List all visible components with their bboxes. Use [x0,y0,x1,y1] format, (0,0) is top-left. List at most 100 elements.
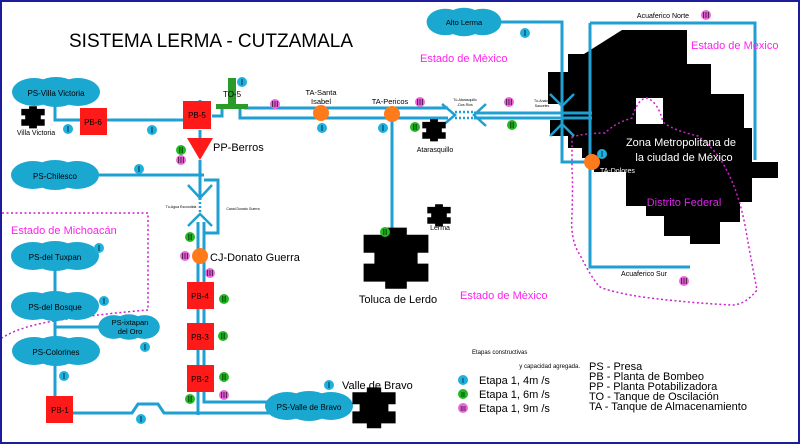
label-reservoir-villa-victoria: PS-Villa Victoria [27,89,85,98]
marker-stage3: III [415,97,425,107]
label-pp-berros: PP-Berros [213,142,264,154]
label-pb3: PB-3 [191,333,209,342]
marker-stage1: I [63,124,73,134]
marker-stage3: III [180,251,190,261]
state-borders [2,97,758,339]
label-reservoir-ixtapan: PS-ixtapan [112,318,149,327]
svg-text:I: I [103,297,105,306]
tank-santa-isabel[interactable] [313,105,329,121]
marker-stage3: III [205,268,215,278]
legend-stage-1: I Etapa 1, 4m /s [458,375,550,387]
diagram-title: SISTEMA LERMA - CUTZAMALA [69,31,353,52]
svg-text:II: II [461,392,465,399]
marker-stage2: II [507,120,517,130]
svg-text:III: III [506,98,513,107]
pump-pb6[interactable] [80,108,107,135]
pipe-alto-lerma [500,20,590,164]
marker-stage2: II [176,145,186,155]
legend-abbr-ps: PS - Presa [589,361,643,373]
label-tunnel-agua: Tú-Agua Escondida [166,205,197,209]
svg-text:II: II [188,395,192,404]
acuaferico-sur-pipe [588,23,690,269]
marker-stage2: II [380,227,390,237]
acuaferico-norte-pipe [590,21,757,160]
legend-stage-2: II Etapa 1, 6m /s [458,389,550,401]
svg-text:I: I [241,78,243,87]
pump-pb2[interactable] [187,365,214,392]
label-reservoir-chilesco: PS-Chilesco [33,172,78,181]
region-mexico-right: Estado de Mèxico [691,40,778,52]
marker-stage3: III [219,390,229,400]
label-acuaferico-norte: Acuaferico Norte [637,13,689,20]
tank-dolores[interactable] [584,154,600,170]
label-ta-santa: TA-Santa [305,88,337,97]
label-reservoir-alto-lerma: Alto Lerma [446,18,483,27]
svg-text:I: I [328,381,330,390]
marker-stage1: I [597,149,607,159]
svg-text:III: III [681,277,688,286]
pump-pb1[interactable] [46,396,73,423]
svg-text:III: III [417,98,424,107]
svg-text:I: I [63,372,65,381]
label-to5: TO-5 [223,90,242,99]
stage3-icon [458,403,468,413]
tunnel-symbols [187,93,575,227]
svg-text:II: II [510,121,514,130]
marker-stage2: II [219,294,229,304]
region-distrito-federal: Distrito Federal [647,197,722,209]
label-town-villa-victoria: Villa Victoria [17,130,55,137]
label-cj-donato: CJ-Donato Guerra [210,252,301,264]
svg-text:I: I [151,126,153,135]
marker-stage1: I [134,164,144,174]
svg-text:I: I [382,124,384,133]
town-icon-valle-bravo [352,387,396,429]
label-pb6: PB-6 [84,118,102,127]
region-michoacan: Estado de Michoacán [11,225,117,237]
stage1-icon [458,375,468,385]
town-icon-atarasquillo [422,119,446,142]
label-zona-metropolitana: Zona Metropolitana de [626,137,736,149]
pump-pb3[interactable] [187,323,214,350]
svg-text:II: II [413,123,417,132]
surge-tank-to5[interactable] [216,78,248,109]
pump-pb5[interactable] [183,101,211,129]
treatment-plant-berros[interactable] [187,138,213,160]
label-tunnel-analco: Tú-Analco [534,99,550,103]
svg-text:I: I [462,378,464,385]
town-icon-lerma [427,204,451,227]
marker-stage1: I [317,123,327,133]
legend-heading-2: y capacidad agregada. [519,364,580,370]
label-reservoir-tuxpan: PS-del Tuxpan [29,253,81,262]
svg-text:I: I [138,165,140,174]
marker-stage2: II [218,331,228,341]
svg-text:I: I [321,124,323,133]
label-pb2: PB-2 [191,375,209,384]
tank-pericos[interactable] [384,106,400,122]
label-acuaferico-sur: Acuaferico Sur [621,271,668,278]
legend-abbr-pb: PB - Planta de Bombeo [589,371,704,383]
svg-text:III: III [460,406,466,413]
marker-stage1: I [136,414,146,424]
pumping-stations [46,101,214,423]
marker-stage1: I [94,243,104,253]
tunnel-agua-bottom [187,212,213,227]
tank-donato-guerra[interactable] [192,248,208,264]
legend-abbr-to: TO - Tanque de Oscilación [589,391,719,403]
tunnel-atarasquillo-west [441,103,457,127]
svg-text:I: I [67,125,69,134]
pump-pb4[interactable] [187,282,214,309]
legend-stage-3-label: Etapa 1, 9m /s [479,403,550,415]
label-pb5: PB-5 [188,111,206,120]
svg-text:I: I [98,244,100,253]
region-mexico-bottom: Estado de Mèxico [460,290,547,302]
legend-heading: Etapas constructivas [472,350,527,356]
labels: SISTEMA LERMA - CUTZAMALA PS-Villa Victo… [11,13,778,415]
label-tunnel-atarasquillo-2: -Dos Ríos [457,103,473,107]
tunnel-dashes [198,106,564,214]
label-pb4: PB-4 [191,292,209,301]
reservoirs [11,7,502,421]
mexico-city-urban-area [548,30,778,244]
svg-text:III: III [221,391,228,400]
